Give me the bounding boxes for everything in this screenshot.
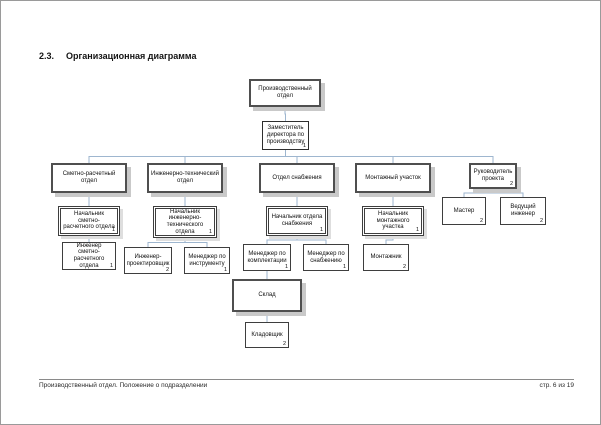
org-node-count: 2 (509, 180, 513, 187)
org-node-count: 1 (342, 263, 346, 270)
section-heading: 2.3. Организационная диаграмма (39, 51, 196, 61)
org-node-count: 1 (415, 226, 419, 233)
org-node-count: 1 (111, 226, 115, 233)
org-node-head-engtech: Начальник инженерно-технического отдела 1 (153, 206, 217, 238)
org-node-label: Ведущий инженер (510, 204, 536, 217)
org-node-label: Инженер-проектировщик (126, 253, 170, 267)
org-node-label: Отдел снабжения (272, 174, 322, 181)
org-node-label: Менеджер по снабжению (307, 250, 345, 264)
org-node-label: Кладовщик (251, 331, 283, 338)
org-node-label: Склад (258, 292, 276, 299)
org-node-label: Начальник инженерно-технического отдела (166, 208, 204, 235)
org-node-count: 1 (109, 262, 113, 269)
org-node-label: Мастер (453, 207, 475, 214)
org-node-count: 2 (402, 263, 406, 270)
org-node-label: Заместитель директора по производству (266, 125, 305, 145)
org-node-label: Руководитель проекта (473, 169, 513, 182)
org-node-label: Производственный отдел (258, 86, 312, 99)
org-node-engtech: Инженерно-технический отдел (147, 163, 223, 193)
org-node-count: 2 (165, 266, 169, 273)
org-node-head-montazh: Начальник монтажного участка 1 (362, 206, 424, 236)
footer-page-number: стр. 6 из 19 (539, 382, 574, 389)
org-node-label: Монтажный участок (365, 174, 421, 181)
org-node-label: Менеджер по комплектации (247, 250, 287, 264)
org-node-label: Монтажник (370, 254, 402, 261)
page-footer: Производственный отдел. Положение о подр… (39, 382, 574, 389)
org-node-eng-smetny: Инженер сметно-расчетного отдела 1 (62, 242, 116, 270)
org-node-smetny: Сметно-расчетный отдел (51, 163, 127, 193)
org-node-sklad: Склад (232, 279, 302, 312)
org-node-supply: Отдел снабжения (259, 163, 335, 193)
org-node-count: 2 (479, 217, 483, 224)
org-node-count: 1 (302, 142, 306, 149)
footer-document-title: Производственный отдел. Положение о подр… (39, 382, 208, 389)
org-node-label: Инженер сметно-расчетного отдела (73, 242, 105, 269)
org-node-label: Начальник сметно-расчетного отдела (63, 210, 115, 231)
org-node-label: Начальник монтажного участка (376, 210, 410, 231)
org-node-count: 2 (282, 340, 286, 347)
org-node-count: 1 (208, 228, 212, 235)
section-number: 2.3. (39, 51, 55, 61)
org-node-prod-dept: Производственный отдел (249, 79, 321, 107)
org-node-count: 1 (284, 263, 288, 270)
org-node-label: Начальник отдела снабжения (271, 214, 323, 227)
footer-divider (39, 379, 574, 380)
org-node-label: Сметно-расчетный отдел (62, 171, 116, 184)
org-node-label: Менеджер по инструменту (188, 253, 226, 267)
org-node-count: 2 (539, 217, 543, 224)
org-node-kladovshik: Кладовщик 2 (245, 322, 289, 348)
org-node-master: Мастер 2 (442, 197, 486, 225)
org-node-label: Инженерно-технический отдел (151, 171, 219, 184)
org-node-count: 1 (223, 266, 227, 273)
section-title: Организационная диаграмма (66, 51, 197, 61)
org-node-montazh: Монтажный участок (355, 163, 431, 193)
org-node-count: 1 (319, 226, 323, 233)
